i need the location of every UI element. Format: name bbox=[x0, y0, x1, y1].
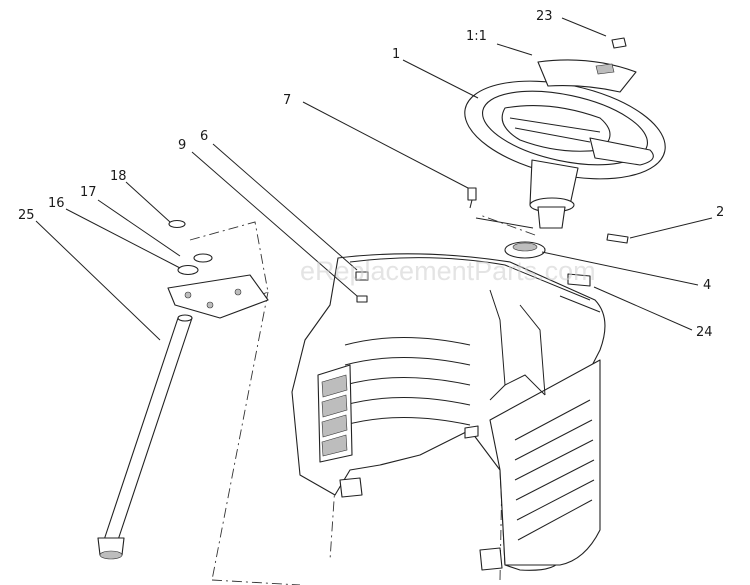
callout-7: 7 bbox=[283, 93, 291, 108]
callout-17: 17 bbox=[80, 185, 97, 200]
callout-18: 18 bbox=[110, 169, 127, 184]
callout-2: 2 bbox=[716, 205, 724, 220]
clip bbox=[567, 273, 591, 287]
bushing bbox=[504, 241, 546, 259]
steering-hub bbox=[529, 159, 579, 229]
callout-24: 24 bbox=[696, 325, 713, 340]
screw bbox=[467, 187, 477, 209]
steering-wheel bbox=[464, 80, 666, 180]
steering-shaft bbox=[97, 314, 193, 560]
mounting-plate bbox=[167, 274, 269, 319]
leader-lines bbox=[35, 17, 713, 341]
callout-25: 25 bbox=[18, 208, 35, 223]
nut bbox=[355, 271, 369, 303]
callout-1: 1 bbox=[392, 47, 400, 62]
small-cap bbox=[611, 37, 627, 49]
washers bbox=[168, 219, 213, 276]
callout-23: 23 bbox=[536, 9, 553, 24]
roll-pin bbox=[606, 233, 629, 244]
callout-16: 16 bbox=[48, 196, 65, 211]
callout-labels: 23 1:1 1 7 6 9 18 17 16 25 2 4 24 bbox=[18, 9, 724, 340]
callout-9: 9 bbox=[178, 138, 186, 153]
callout-1-1: 1:1 bbox=[466, 29, 487, 44]
callout-6: 6 bbox=[200, 129, 208, 144]
steering-wheel-cap bbox=[537, 59, 637, 93]
dash-cover bbox=[291, 253, 606, 571]
watermark: eReplacementParts.com bbox=[300, 256, 596, 286]
callout-4: 4 bbox=[703, 278, 711, 293]
